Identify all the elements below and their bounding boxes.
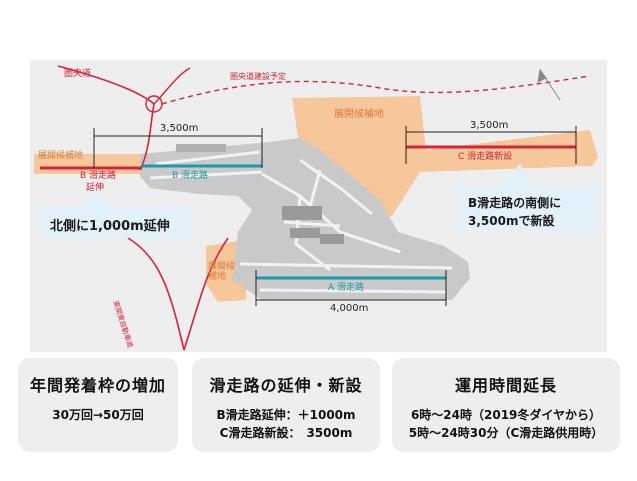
ken-o-do-planned-label: 圏央道建設予定 [230,72,286,81]
south-callout-pointer [500,164,530,186]
south-callout-text-2: 3,500mで新設 [468,214,555,228]
b-runway-extension-label-2: 延伸 [86,183,105,193]
terminal-building-3 [320,234,344,244]
b-area-building [176,144,226,152]
terminal-building-1 [282,206,322,220]
a-runway-label: A 滑走路 [328,283,365,293]
runway-card-line-1: B滑走路延伸：＋1000m [216,408,356,422]
south-callout: B滑走路の南側に 3,500mで新設 [458,186,598,232]
hours-card-line-1: 6時〜24時（2019冬ダイヤから） [410,408,602,422]
south-callout-text-1: B滑走路の南側に [468,196,562,210]
b-runway-label: B 滑走路 [172,171,209,181]
ken-o-do-road [57,65,155,171]
hours-card-title: 運用時間延長 [454,376,557,395]
higashi-kanto-expressway-road [127,237,229,351]
capacity-card-line-1: 30万回→50万回 [52,408,144,422]
runway-card-line-2: C滑走路新設： 3500m [219,426,353,440]
c-span-dimension: 3,500m [470,120,509,131]
expansion-candidate-mid-label: 展開候補地 [208,262,236,283]
hours-card-line-2: 5時〜24時30分（C滑走路供用時） [408,426,604,440]
ken-o-do-planned-road [161,75,591,105]
b-runway-extension-label-1: B 滑走路 [80,171,117,181]
runway-card: 滑走路の延伸・新設 B滑走路延伸：＋1000m C滑走路新設： 3500m [192,358,380,452]
capacity-card-title: 年間発着枠の増加 [29,376,166,395]
c-dimension-line [405,126,577,164]
expansion-candidate-left-label: 展開候補地 [38,151,84,161]
ken-o-do-branch [153,67,191,105]
capacity-card: 年間発着枠の増加 30万回→50万回 [18,358,178,452]
north-callout: 北側に1,000m延伸 [40,206,192,238]
runway-card-title: 滑走路の延伸・新設 [209,376,363,395]
c-runway-label: C 滑走路新設 [458,152,513,162]
expansion-candidate-top-label: 展開候補地 [334,109,384,120]
b-dimension-line [93,128,263,168]
a-span-dimension: 4,000m [330,303,369,314]
ken-o-do-label: 圏央道 [64,69,92,79]
north-arrow-icon [537,68,561,101]
a-dimension-line [255,270,447,306]
terminal-building-2 [290,228,320,238]
hours-card: 運用時間延長 6時〜24時（2019冬ダイヤから） 5時〜24時30分（C滑走路… [392,358,620,452]
north-callout-pointer [86,182,108,206]
north-callout-text: 北側に1,000m延伸 [50,219,170,234]
b-span-dimension: 3,500m [160,123,199,134]
